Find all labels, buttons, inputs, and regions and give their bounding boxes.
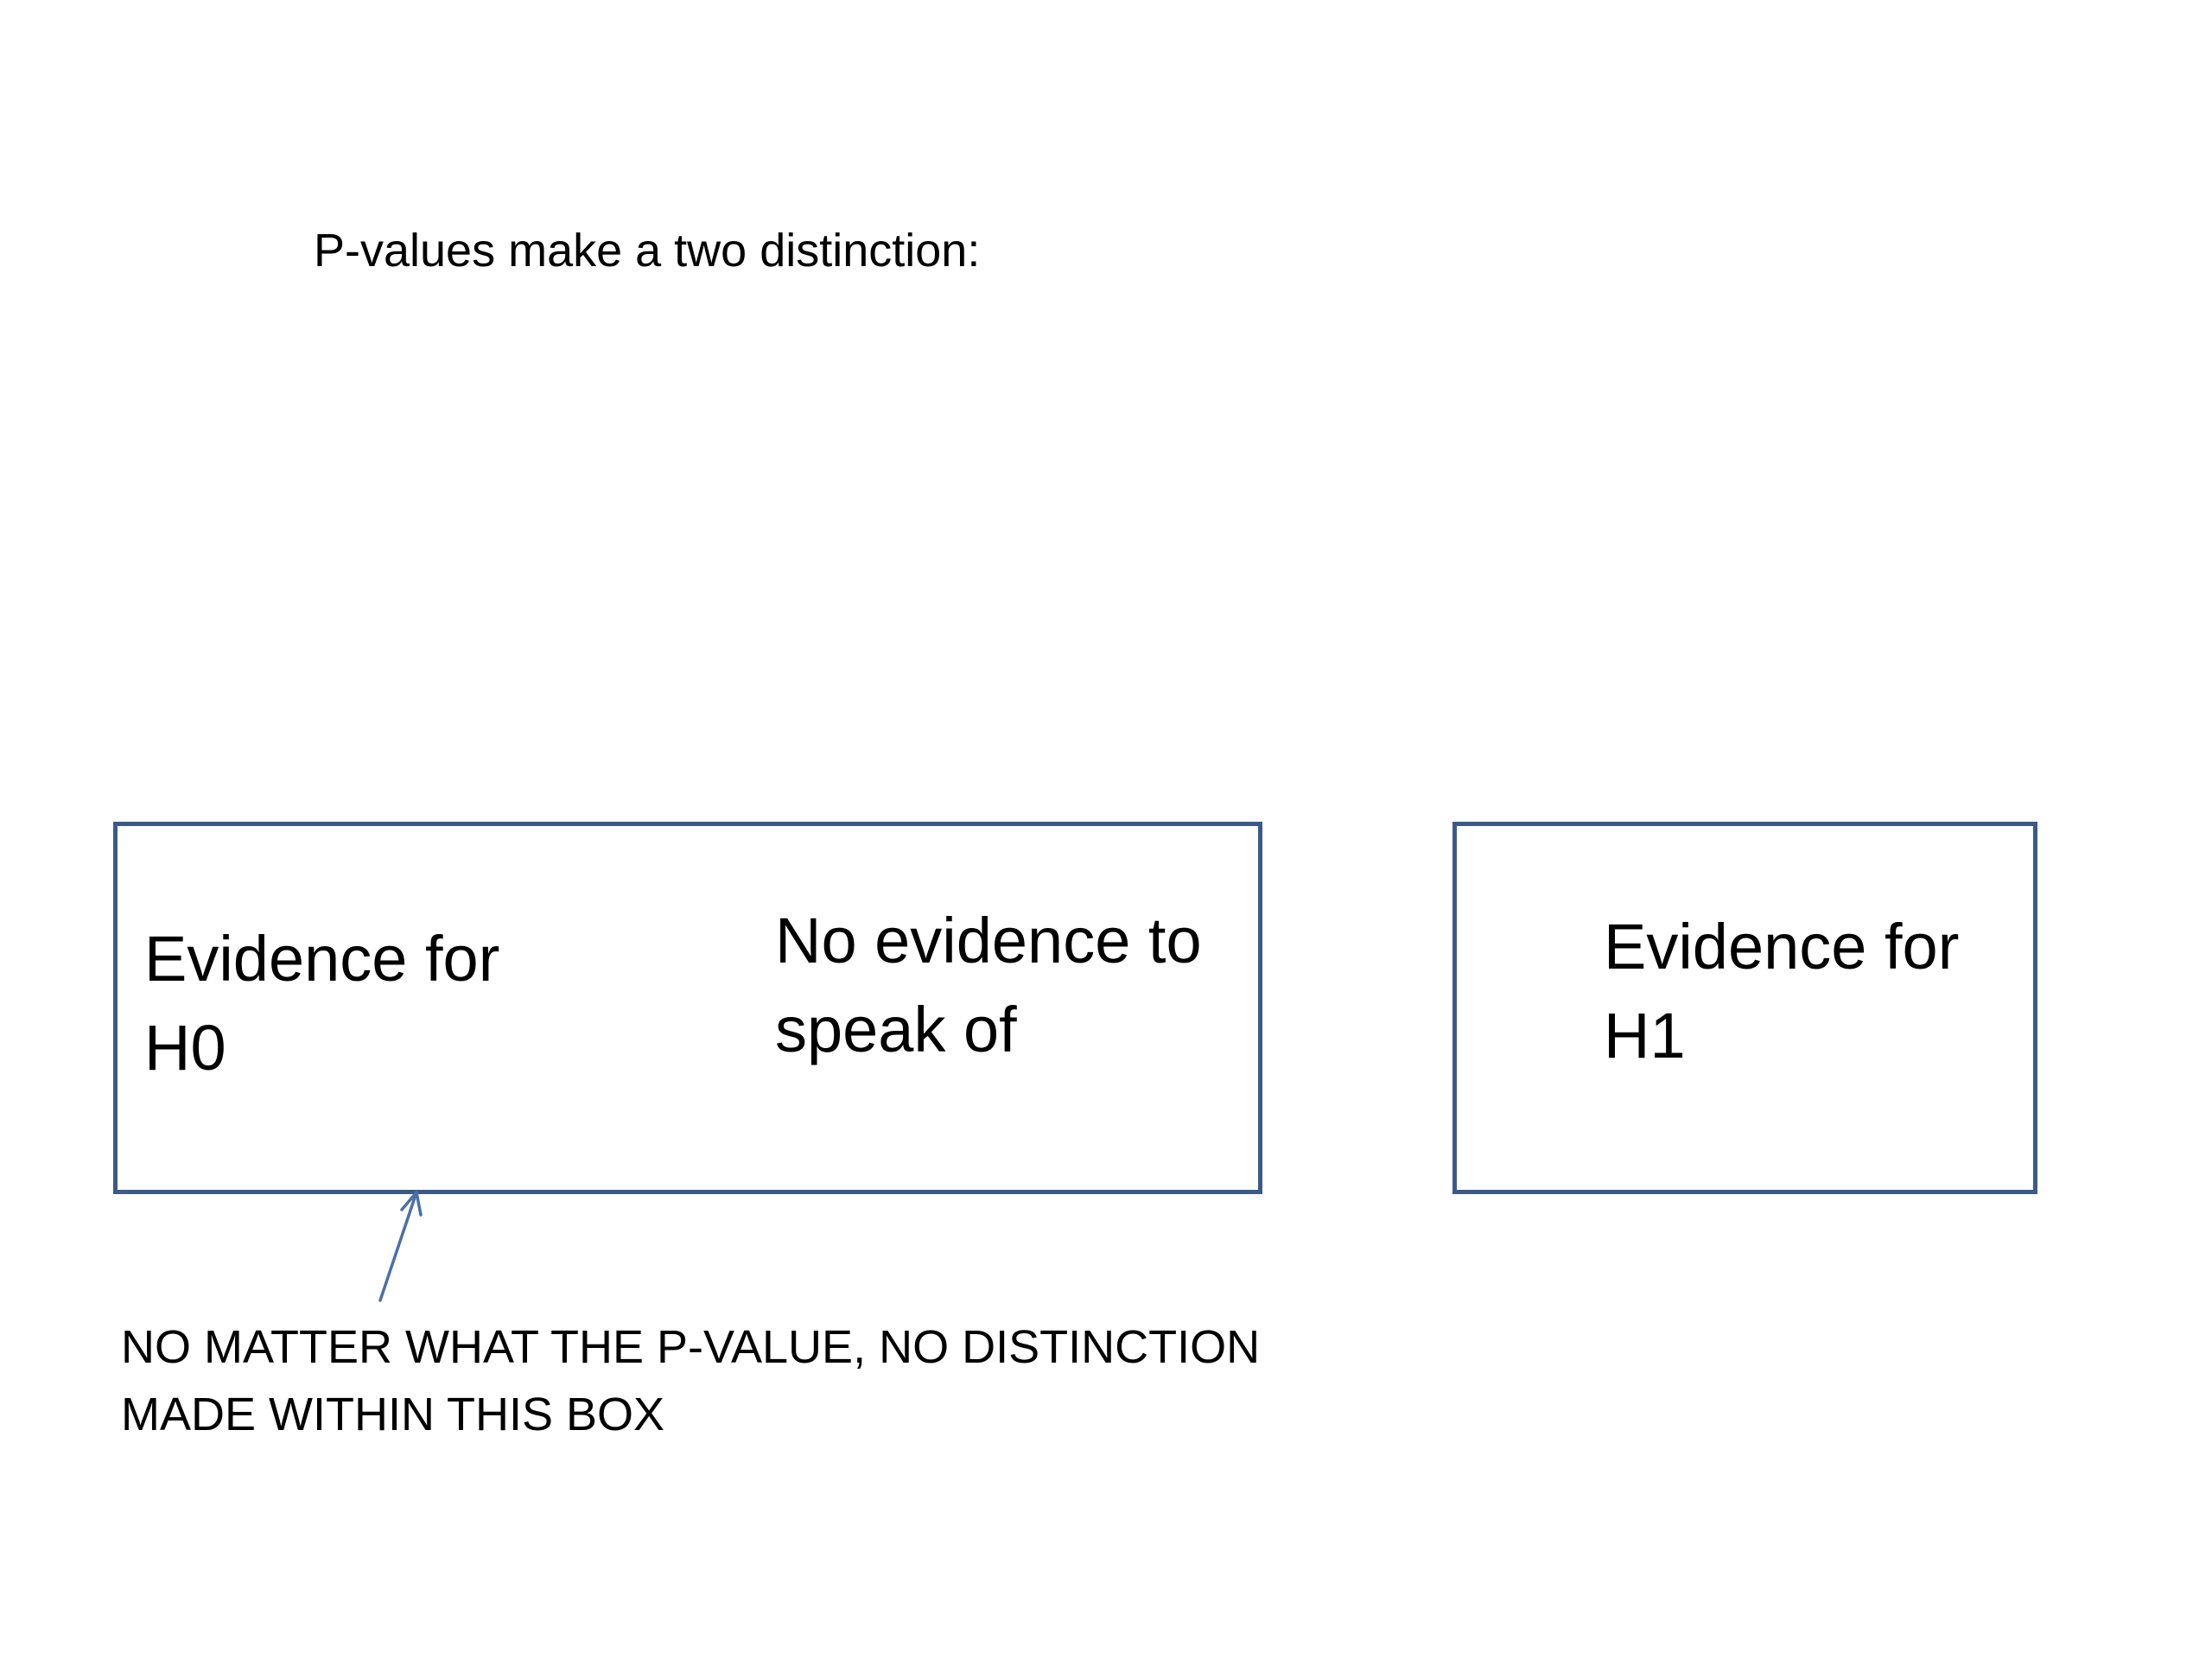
no-evidence-line1: No evidence to	[775, 905, 1202, 976]
no-evidence-label: No evidence to speak of	[775, 896, 1202, 1074]
annotation-note: NO MATTER WHAT THE P-VALUE, NO DISTINCTI…	[121, 1313, 1260, 1448]
box-not-h1: Evidence for H0 No evidence to speak of	[113, 822, 1262, 1194]
arrow-shaft	[378, 1191, 418, 1302]
evidence-h0-line2: H0	[144, 1012, 226, 1084]
pointer-arrow	[378, 1191, 423, 1302]
no-evidence-line2: speak of	[775, 994, 1017, 1065]
box-h1: Evidence for H1	[1452, 822, 2037, 1194]
annotation-line2: MADE WITHIN THIS BOX	[121, 1389, 665, 1440]
evidence-h1-line1: Evidence for	[1604, 911, 1960, 982]
evidence-h0-label: Evidence for H0	[144, 914, 499, 1092]
arrow-head	[400, 1191, 423, 1217]
evidence-h1-line2: H1	[1604, 1000, 1686, 1071]
evidence-h0-line1: Evidence for	[144, 923, 500, 995]
annotation-line1: NO MATTER WHAT THE P-VALUE, NO DISTINCTI…	[121, 1321, 1261, 1373]
slide-title: P-values make a two distinction:	[314, 225, 981, 276]
evidence-h1-label: Evidence for H1	[1604, 902, 1959, 1080]
